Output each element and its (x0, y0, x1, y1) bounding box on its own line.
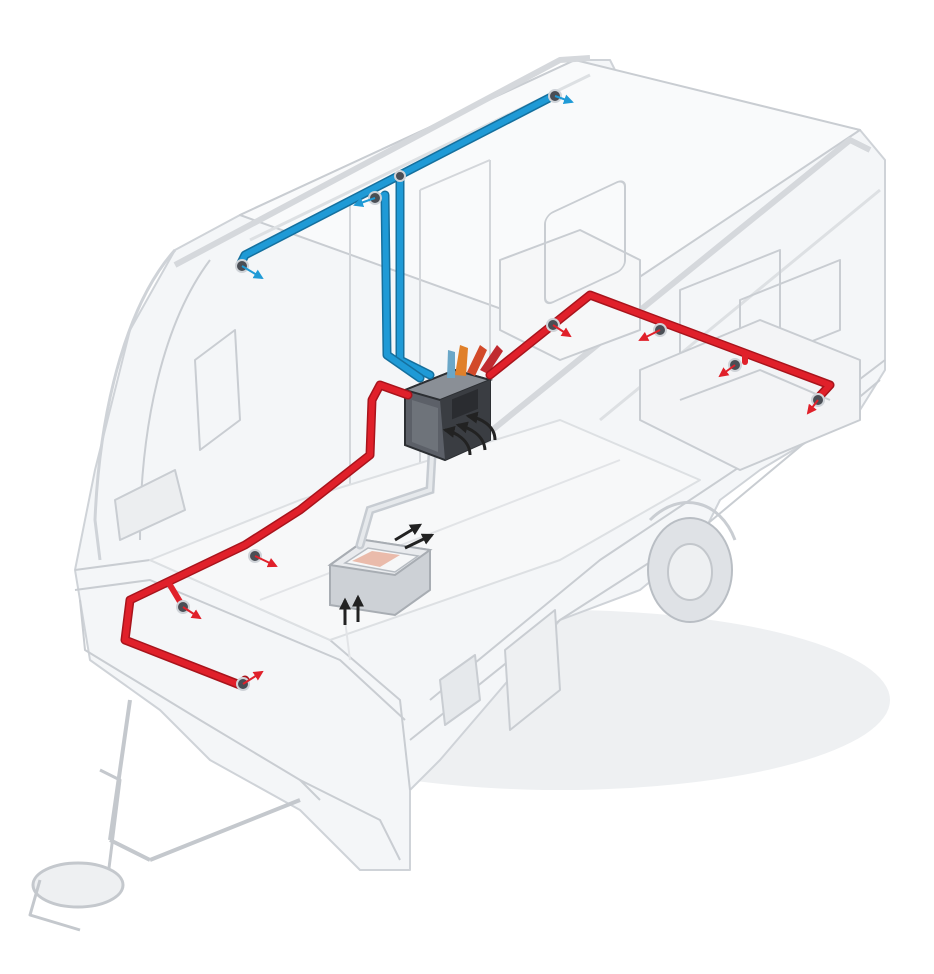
arrow-icon (806, 399, 819, 415)
warm-outlet-vent (176, 600, 202, 620)
drawbar (28, 699, 301, 932)
arrow-icon (465, 411, 497, 441)
arrow-icon (455, 421, 487, 451)
cold-outlet-vent (353, 191, 382, 208)
round-vent-icon (394, 170, 406, 182)
warm-outlet-vent (248, 549, 278, 568)
cold-outlet-vent (548, 89, 574, 105)
arrow-icon (242, 670, 264, 685)
arrow-icon (241, 265, 264, 280)
cold-outlet-vent (394, 170, 406, 182)
outlet-vents (176, 89, 825, 691)
arrow-icon (442, 426, 472, 456)
cold-outlet-vent (235, 259, 264, 280)
arrow-icon (554, 94, 574, 105)
warm-outlet-vent (638, 323, 667, 341)
arrow-icon (404, 533, 435, 550)
caravan-body (74, 55, 886, 871)
arrow-icon (254, 555, 278, 568)
arrow-icon (552, 324, 572, 338)
heater-unit (401, 345, 503, 462)
arrow-icon (353, 197, 376, 208)
warm-outlet-vent (718, 358, 742, 378)
arrow-icon (182, 606, 202, 620)
airflow-arrows (339, 411, 497, 625)
arrow-icon (394, 523, 423, 542)
warm-outlet-vent (546, 318, 572, 338)
arrow-icon (718, 364, 736, 378)
warm-outlet-vent (236, 670, 264, 691)
warm-outlet-vent (806, 393, 825, 415)
wheel (647, 501, 737, 623)
arrow-icon (638, 329, 661, 341)
